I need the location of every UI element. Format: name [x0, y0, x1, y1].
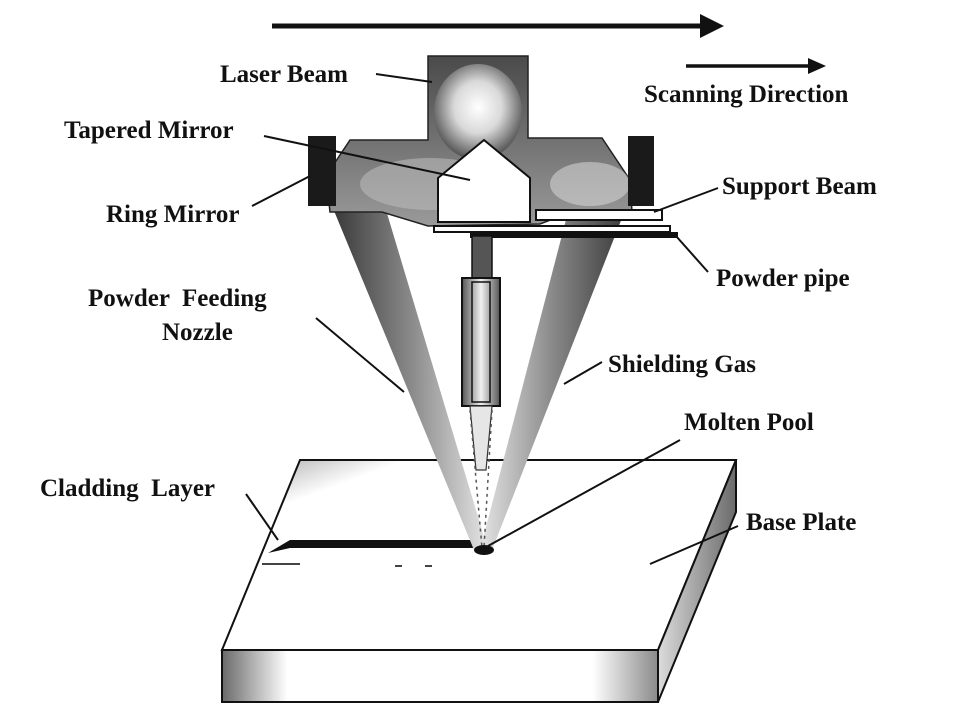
label-support-beam: Support Beam — [722, 173, 877, 200]
scanning-arrow-long — [272, 14, 724, 38]
label-scanning-direction: Scanning Direction — [644, 81, 849, 108]
base-plate — [220, 459, 738, 703]
label-laser-beam: Laser Beam — [220, 61, 348, 88]
support-beam — [433, 209, 671, 233]
label-ring-mirror: Ring Mirror — [106, 201, 240, 228]
label-cladding-layer: Cladding Layer — [40, 475, 215, 502]
label-nozzle: Nozzle — [162, 319, 233, 346]
powder-streams — [469, 409, 493, 549]
label-base-plate: Base Plate — [746, 509, 856, 536]
label-powder-pipe: Powder pipe — [716, 265, 850, 292]
tapered-mirror — [437, 138, 531, 223]
leader-molten-pool — [487, 439, 681, 547]
scanning-arrow-short — [686, 58, 826, 74]
laser-beam-spot — [434, 64, 522, 160]
leader-cladding-layer — [245, 493, 279, 541]
leader-base-plate — [649, 525, 739, 565]
label-powder-feeding: Powder Feeding — [88, 285, 267, 312]
powder-feeding-nozzle — [461, 235, 501, 471]
powder-cone-right — [480, 172, 640, 550]
laser-head — [325, 55, 633, 227]
leader-lines — [245, 73, 739, 565]
leader-support-beam — [653, 187, 719, 213]
molten-pool-spot — [474, 545, 494, 555]
cladding-layer-track — [262, 540, 482, 567]
leader-powder-nozzle — [315, 317, 405, 393]
leader-laser-beam — [375, 73, 433, 83]
label-shielding-gas: Shielding Gas — [608, 351, 756, 378]
ring-mirror-right — [628, 136, 654, 206]
leader-shielding-gas — [563, 361, 603, 385]
powder-pipe — [470, 232, 678, 238]
leader-ring-mirror — [251, 175, 311, 207]
leader-powder-pipe — [675, 235, 709, 273]
label-molten-pool: Molten Pool — [684, 409, 814, 436]
leader-tapered-mirror — [263, 135, 471, 181]
powder-cone-left — [318, 172, 488, 550]
label-tapered-mirror: Tapered Mirror — [64, 117, 234, 144]
